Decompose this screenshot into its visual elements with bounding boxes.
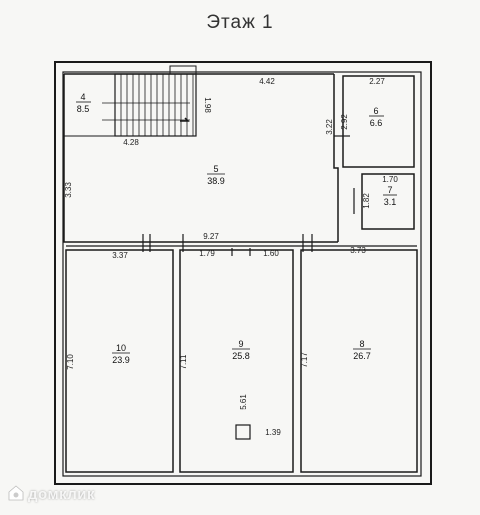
room-label-6: 6 6.6 (369, 106, 384, 128)
column-square (235, 424, 251, 440)
room-10-number: 10 (116, 343, 126, 353)
dim-r10-7-10: 7.10 (66, 354, 75, 370)
room-10-area: 23.9 (112, 355, 130, 365)
watermark-text: домклик (28, 486, 96, 503)
room-5-area: 38.9 (207, 176, 225, 186)
dim-r7-1-82: 1.82 (362, 193, 371, 209)
dim-stair-1-98: 1.98 (203, 97, 212, 113)
room-9-number: 9 (238, 339, 243, 349)
floor-plan-title: Этаж 1 (206, 12, 274, 33)
dim-r8-7-17: 7.17 (300, 352, 309, 368)
room-label-8: 8 26.7 (353, 339, 371, 361)
domclick-logo-icon (8, 485, 24, 501)
staircase (102, 65, 197, 137)
dim-r7-1-70: 1.70 (382, 175, 398, 184)
room-8-walls (300, 249, 418, 473)
dim-room6-width: 2.27 (369, 77, 385, 86)
dim-mid-9-27: 9.27 (203, 232, 219, 241)
room-9-walls (179, 249, 294, 473)
dim-r6-2-92: 2.92 (340, 114, 349, 130)
room-label-9: 9 25.8 (232, 339, 250, 361)
room-6-area: 6.6 (370, 118, 383, 128)
room-label-10: 10 23.9 (112, 343, 130, 365)
outer-walls (54, 61, 432, 485)
room-6-walls (342, 75, 415, 168)
room-7-number: 7 (387, 185, 392, 195)
room-8-area: 26.7 (353, 351, 371, 361)
dim-mid-1-60: 1.60 (263, 249, 279, 258)
room-4-area: 8.5 (77, 104, 90, 114)
dim-mid-3-37: 3.37 (112, 251, 128, 260)
room-5-number: 5 (213, 164, 218, 174)
room-6-number: 6 (373, 106, 378, 116)
dim-stair-4-28: 4.28 (123, 138, 139, 147)
room-10-walls (65, 249, 174, 473)
dim-mid-1-79: 1.79 (199, 249, 215, 258)
room-label-5: 5 38.9 (207, 164, 225, 186)
room-7-walls (361, 173, 415, 230)
dimension-labels: 4.42 2.27 1.98 4.28 3.33 3.22 2.92 1.70 … (64, 77, 398, 437)
room-label-7: 7 3.1 (383, 185, 397, 207)
dim-mid-3-73: 3.73 (350, 246, 366, 255)
dim-left-3-33: 3.33 (64, 182, 73, 198)
room-7-area: 3.1 (384, 197, 397, 207)
dim-r9-1-39: 1.39 (265, 428, 281, 437)
room-9-area: 25.8 (232, 351, 250, 361)
room-4-number: 4 (80, 92, 85, 102)
corridor-wall (66, 135, 417, 256)
room-8-number: 8 (359, 339, 364, 349)
dim-top-4-42: 4.42 (259, 77, 275, 86)
dim-r9-7-11: 7.11 (179, 354, 188, 370)
room-label-4: 4 8.5 (76, 92, 91, 114)
dim-r6-3-22: 3.22 (325, 119, 334, 135)
room-5-walls (63, 73, 339, 243)
domclick-watermark: домклик (8, 485, 95, 503)
dim-r9-5-61: 5.61 (239, 394, 248, 410)
